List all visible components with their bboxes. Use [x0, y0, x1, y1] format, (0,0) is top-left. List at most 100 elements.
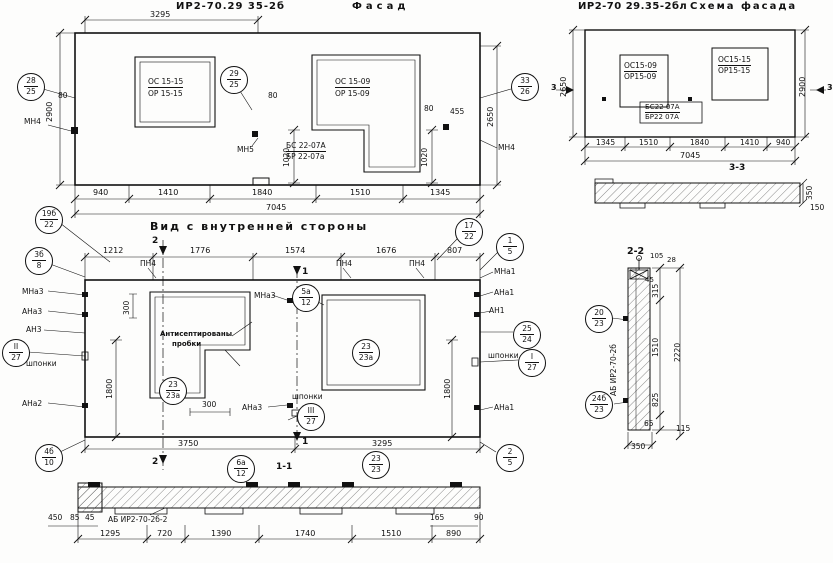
callout-23-23a-left: 23 23а — [159, 377, 187, 405]
facade-code: ИР2-70.29 35-2б — [176, 1, 285, 12]
pn4-label-c: ПН4 — [409, 259, 426, 268]
callout-number: 27 — [11, 353, 21, 362]
callout-number: 23 — [594, 319, 604, 328]
callout-number: 23а — [358, 353, 374, 362]
schema-title: Схема фасада — [690, 1, 798, 12]
dim-45: 45 — [85, 513, 95, 522]
schema-dim-940: 940 — [776, 138, 791, 147]
inner-dimension-lines — [27, 222, 519, 454]
section-1-1-label: 1-1 — [276, 462, 293, 472]
dim-1776: 1776 — [190, 246, 211, 255]
callout-number: 20 — [592, 309, 606, 319]
callout-29-25: 29 25 — [220, 66, 248, 94]
label-ana3-mid: АНа3 — [242, 403, 263, 412]
dim-825: 825 — [651, 392, 660, 407]
callout-number: 17 — [462, 222, 476, 232]
label-shponki-left: шпонки — [26, 359, 57, 368]
callout-number: 6а — [234, 459, 248, 469]
section-1-1-profile — [48, 482, 485, 544]
callout-1-5: 1 5 — [496, 233, 524, 261]
mn4-right-label: МН4 — [498, 143, 515, 152]
callout-20-23: 20 23 — [585, 305, 613, 333]
schema-dimension-lines — [556, 25, 826, 166]
dim-115: 115 — [676, 424, 691, 433]
callout-number: 25 — [26, 87, 36, 96]
block-mark-bottom: БР 22-07а — [286, 152, 325, 161]
dim-65: 65 — [644, 419, 654, 428]
label-ab-ir2-70-2b-2: АБ ИР2-70-2б-2 — [108, 515, 168, 524]
dim-1800-left: 1800 — [105, 378, 114, 399]
callout-number: II — [9, 343, 23, 353]
callout-number: 12 — [236, 469, 246, 478]
dim-350-strip: 350 — [805, 185, 814, 200]
callout-number: 10 — [44, 458, 54, 467]
callout-33-26: 33 26 — [511, 73, 539, 101]
dim-1345: 1345 — [430, 188, 451, 197]
schema-block-bottom: БР22 07А — [645, 113, 679, 121]
dim-2900: 2900 — [45, 101, 54, 122]
dim-1020-right: 1020 — [420, 147, 429, 167]
schema-window1-bottom: ОР15-09 — [624, 72, 657, 81]
facade-dimension-lines — [42, 15, 512, 219]
callout-number: I — [525, 353, 539, 363]
callout-number: 22 — [464, 232, 474, 241]
schema-window2-bottom: ОР15-15 — [718, 66, 751, 75]
dim-1510-sec22: 1510 — [651, 337, 660, 357]
label-ana3-left: АНа3 — [22, 307, 43, 316]
schema-dim-2900: 2900 — [798, 76, 807, 97]
dim-3750: 3750 — [178, 439, 199, 448]
schema-window2-top: ОС15-15 — [718, 55, 751, 66]
schema-panel-outline — [584, 29, 796, 138]
callout-number: 28 — [24, 77, 38, 87]
callout-number: 23 — [369, 455, 383, 465]
label-mna3-mid: МНа3 — [254, 291, 276, 300]
dim-1390: 1390 — [211, 529, 232, 538]
callout-number: 23а — [165, 391, 181, 400]
section-2-2-title: 2-2 — [627, 246, 645, 257]
callout-number: 27 — [306, 417, 316, 426]
facade-panel-outline — [71, 32, 481, 186]
label-ab-ir2-70-2b: АБ ИР2-70-2б — [609, 344, 618, 396]
label-an1: АН1 — [489, 306, 505, 315]
callout-number: 1 — [503, 237, 517, 247]
callout-number: 25 — [520, 325, 534, 335]
callout-17-22: 17 22 — [455, 218, 483, 246]
window1-mark-top: ОС 15-15 — [148, 77, 184, 88]
callout-28-25: 28 25 — [17, 73, 45, 101]
dim-1510-sec: 1510 — [381, 529, 402, 538]
dim-807: 807 — [447, 246, 463, 255]
callout-number: 2 — [503, 448, 517, 458]
callout-number: 27 — [527, 363, 537, 372]
callout-number: 19б — [39, 209, 59, 220]
label-an3: АН3 — [26, 325, 42, 334]
dim-165: 165 — [430, 513, 445, 522]
dim-90: 90 — [474, 513, 484, 522]
callout-number: 29 — [227, 70, 241, 80]
callout-number: 25 — [229, 80, 239, 89]
callout-number: 8 — [36, 261, 42, 270]
schema-dim-2650: 2650 — [559, 76, 568, 97]
callout-I-27: I 27 — [518, 349, 546, 377]
callout-number: 24б — [589, 394, 609, 405]
schema-dim-1345: 1345 — [596, 138, 616, 147]
dim-1676: 1676 — [376, 246, 397, 255]
inner-view-title: Вид с внутренней стороны — [150, 220, 369, 233]
callout-number: 23 — [594, 405, 604, 414]
dim-350-sec22: 350 — [631, 442, 646, 451]
dim-3295-inner: 3295 — [372, 439, 393, 448]
callout-number: 22 — [44, 220, 54, 229]
dim-455: 455 — [450, 107, 465, 116]
callout-19b-22: 19б 22 — [35, 206, 63, 234]
label-shponki-mid: шпонки — [292, 392, 323, 401]
callout-4b-10: 4б 10 — [35, 444, 63, 472]
callout-23-23a-right: 23 23а — [352, 339, 380, 367]
schema-block-top: БС22 07А — [645, 103, 680, 113]
dim-315: 315 — [651, 283, 660, 298]
schema-window1-top: ОС15-09 — [624, 61, 657, 72]
callout-III-27: III 27 — [297, 403, 325, 431]
dim-85: 85 — [70, 513, 80, 522]
dim-940: 940 — [93, 188, 109, 197]
dim-1020-left: 1020 — [282, 147, 291, 167]
dim-1212: 1212 — [103, 246, 124, 255]
